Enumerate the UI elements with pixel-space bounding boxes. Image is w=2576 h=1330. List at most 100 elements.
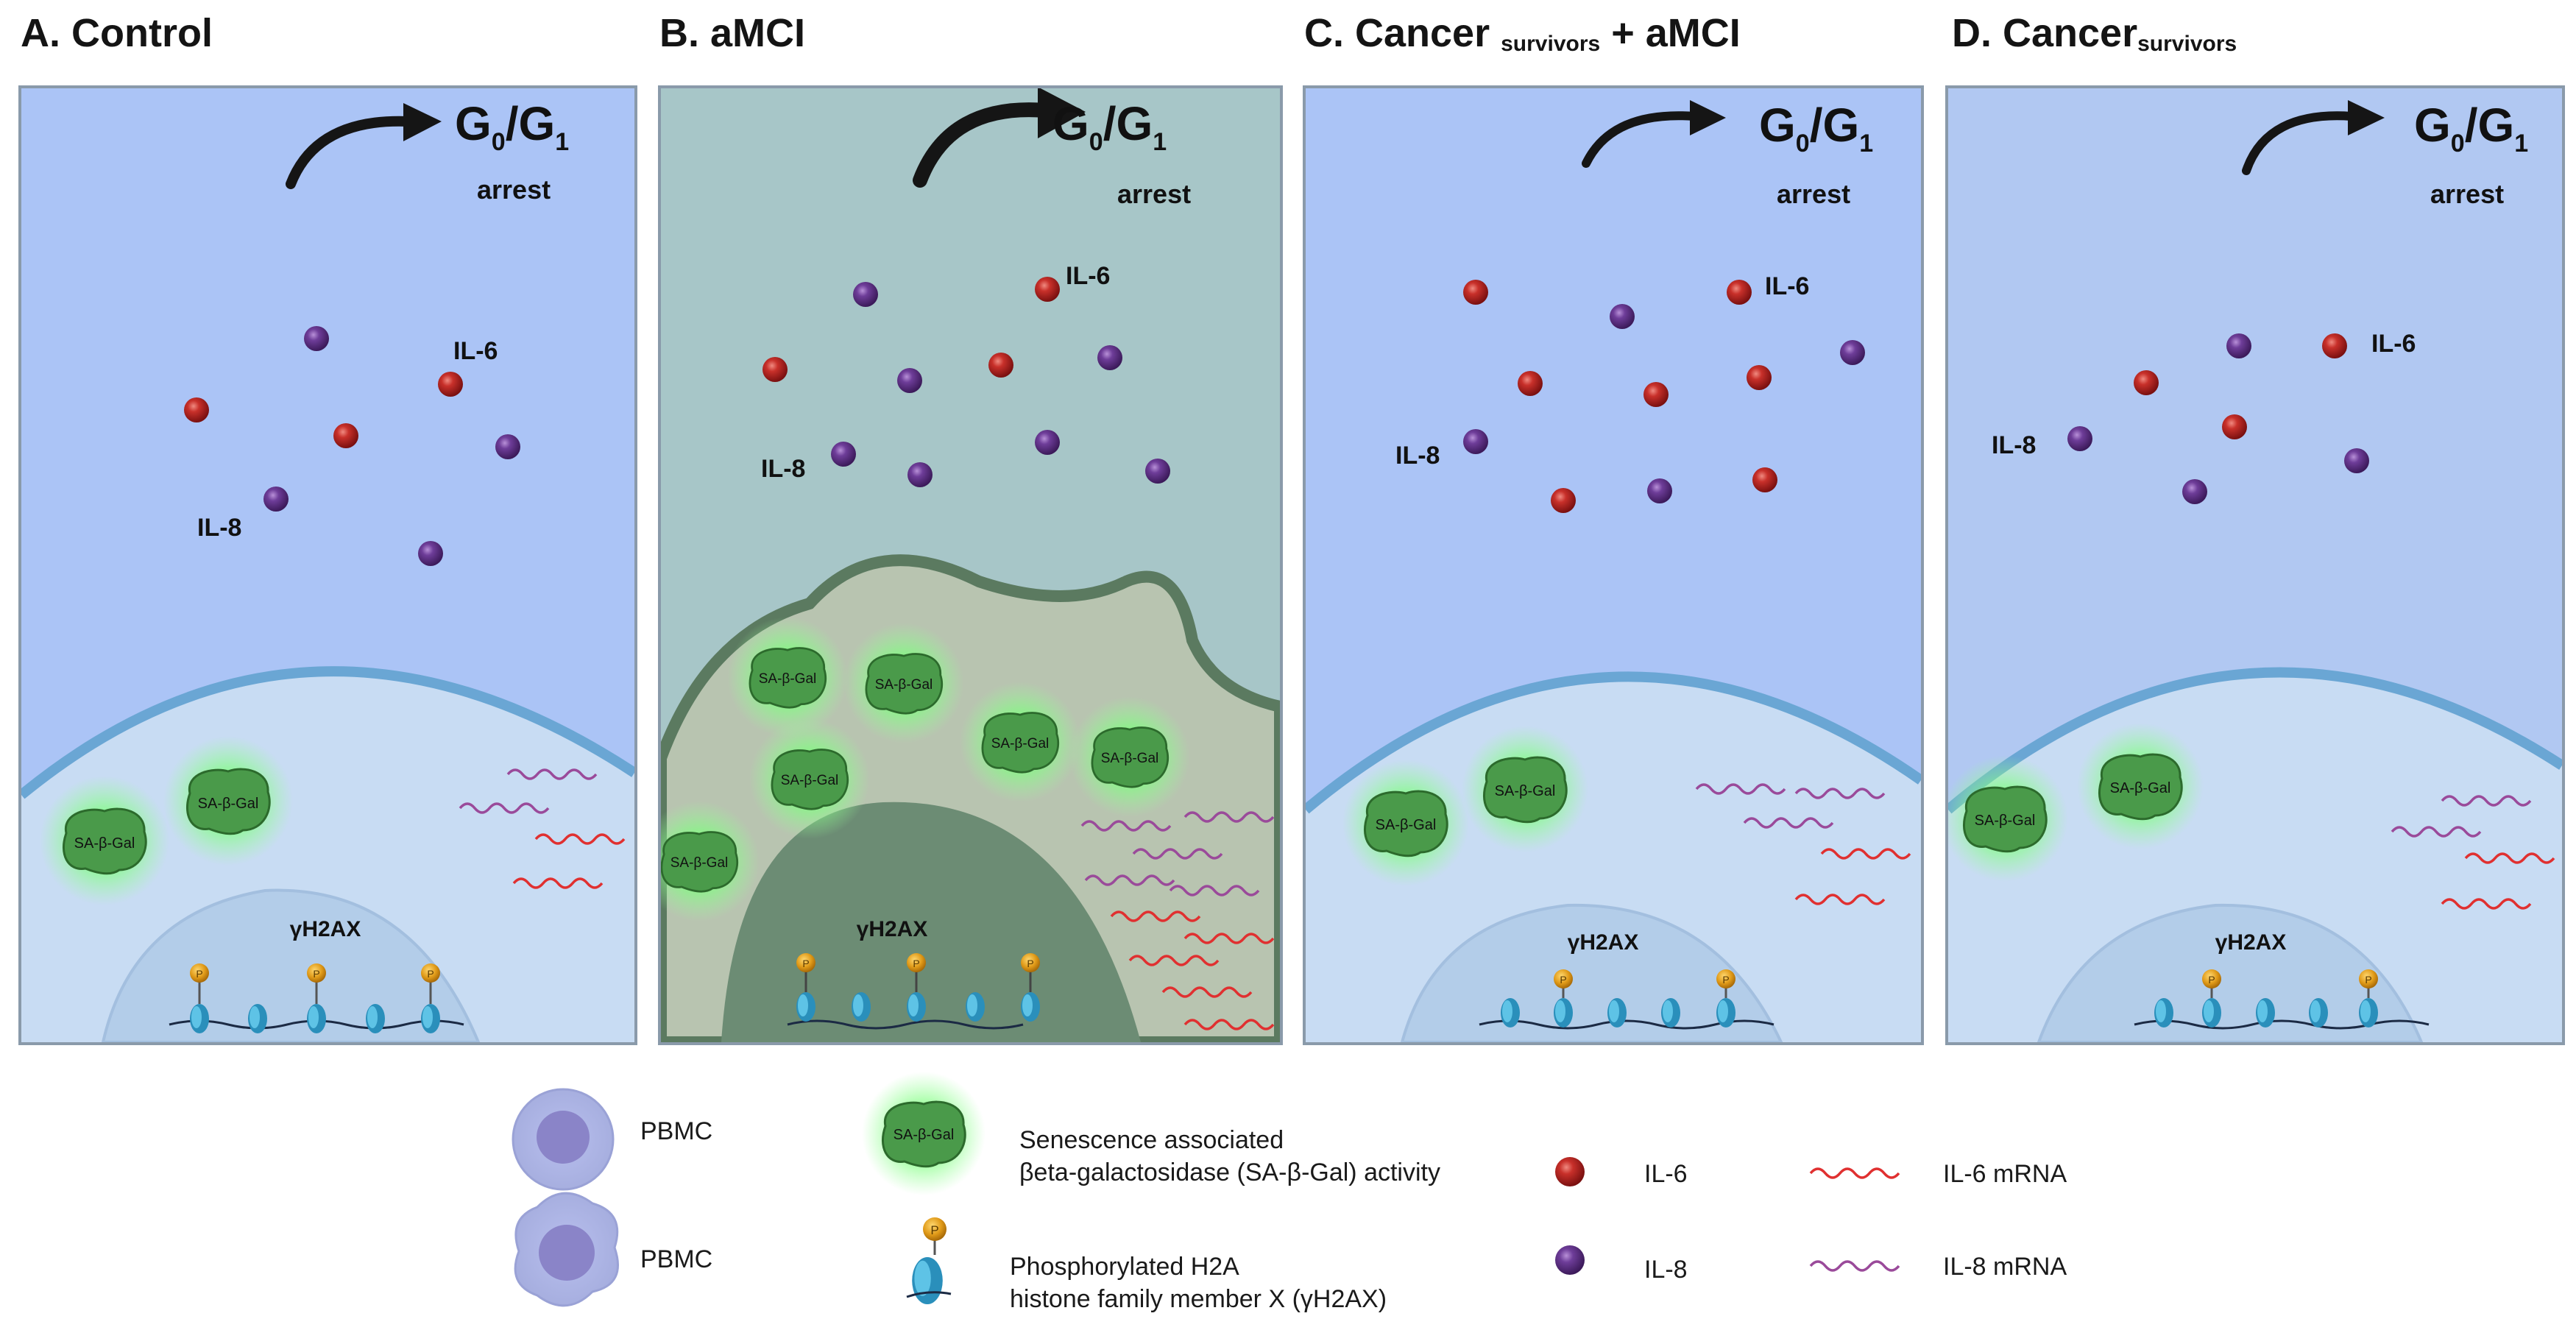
phosphate-label: P — [802, 958, 809, 969]
phosphate-label: P — [1722, 974, 1729, 986]
arrest-label: arrest — [2430, 179, 2504, 209]
il8-molecule — [2226, 333, 2251, 358]
histone-icon — [2256, 998, 2275, 1027]
sa-beta-gal-label: SA-β-Gal — [198, 796, 259, 812]
g0-g1-label: G0/G1 — [1052, 97, 1167, 156]
panel-title-subscript: survivors — [1501, 32, 1601, 56]
il8-molecule — [2344, 448, 2369, 473]
il6-molecule — [1727, 280, 1752, 305]
histone-icon — [2359, 998, 2378, 1027]
phosphate-label: P — [313, 968, 319, 980]
il8-label: IL-8 — [761, 455, 805, 483]
arrest-arrow — [286, 116, 414, 189]
sa-beta-gal-label: SA-β-Gal — [1376, 817, 1437, 833]
legend-pbmc-irregular-label: PBMC — [640, 1245, 713, 1273]
il6-molecule — [1463, 280, 1488, 305]
histone-icon — [1021, 992, 1040, 1022]
il6-label: IL-6 — [1765, 272, 1809, 300]
histone-icon — [248, 1004, 267, 1033]
il6-molecule — [184, 397, 209, 422]
phosphate-label: P — [427, 968, 434, 980]
pbmc-nucleus-icon — [539, 1225, 595, 1281]
il8-molecule — [1097, 345, 1122, 370]
il6-molecule — [2222, 414, 2247, 439]
panel-title-cancer-survivors: D. Cancersurvivors — [1952, 10, 2237, 57]
il6-molecule — [1643, 382, 1669, 407]
histone-icon — [2202, 998, 2221, 1027]
phosphate-label: P — [1027, 958, 1033, 969]
histone-icon — [1661, 998, 1680, 1027]
panel-b: SA-β-Gal SA-β-Gal SA-β-Gal SA-β-Gal SA-β… — [661, 88, 1280, 1042]
phosphate-label: P — [913, 958, 919, 969]
legend-il6-label: IL-6 — [1644, 1160, 1688, 1188]
arrest-arrow — [1582, 111, 1699, 168]
il8-molecule — [418, 541, 443, 566]
histone-icon — [1554, 998, 1573, 1027]
sa-beta-gal-label: SA-β-Gal — [670, 855, 729, 871]
il8-molecule — [1555, 1245, 1585, 1275]
phosphate-icon — [307, 963, 326, 983]
il8-molecule — [495, 434, 520, 459]
il6-molecule — [1551, 488, 1576, 513]
panel-a: SA-β-Gal SA-β-Gal γH2AX P P P — [21, 97, 634, 1042]
histone-icon — [1716, 998, 1735, 1027]
gamma-h2ax-label: γH2AX — [1568, 930, 1639, 955]
panel-d: SA-β-Gal SA-β-Gal γH2AX P P — [1948, 99, 2562, 1042]
arrest-label: arrest — [477, 174, 551, 205]
dna-strand — [2134, 1019, 2430, 1030]
il6-molecule — [1747, 365, 1772, 390]
panel-title-text: D. Cancer — [1952, 11, 2138, 55]
histone-icon — [966, 992, 985, 1022]
histone-icon — [366, 1004, 385, 1033]
il8-molecule — [1145, 459, 1170, 484]
arrest-arrow — [2242, 111, 2356, 175]
phosphate-icon — [1554, 969, 1573, 988]
sa-beta-gal-label: SA-β-Gal — [1975, 813, 2036, 829]
il8-molecule — [907, 462, 933, 487]
phosphate-icon — [1716, 969, 1735, 988]
panel-title-subscript: survivors — [2137, 32, 2237, 56]
il6-molecule — [2322, 333, 2347, 358]
legend-pbmc-round-label: PBMC — [640, 1117, 713, 1145]
il8-molecule — [1035, 430, 1060, 455]
sa-beta-gal-label: SA-β-Gal — [991, 736, 1050, 751]
phosphate-icon — [2359, 969, 2378, 988]
il6-molecule — [1035, 277, 1060, 302]
histone-icon — [1501, 998, 1520, 1027]
sa-beta-gal-label: SA-β-Gal — [759, 671, 817, 687]
histone-icon — [1607, 998, 1627, 1027]
il6-label: IL-6 — [1066, 262, 1110, 290]
il6-molecule — [438, 372, 463, 397]
legend-sa-gal-line2: βeta-galactosidase (SA-β-Gal) activity — [1019, 1159, 1440, 1186]
il8-molecule — [1840, 340, 1865, 365]
histone-icon — [907, 992, 926, 1022]
phosphate-label: P — [2208, 974, 2215, 986]
gamma-h2ax-label: γH2AX — [857, 917, 928, 941]
il8-molecule — [1610, 304, 1635, 329]
sa-beta-gal-label: SA-β-Gal — [2110, 780, 2171, 796]
il8-molecule — [897, 368, 922, 393]
il8-molecule — [1647, 478, 1672, 503]
legend-il8-mrna-label: IL-8 mRNA — [1943, 1253, 2067, 1281]
histone-icon — [852, 992, 871, 1022]
pbmc-nucleus-icon — [537, 1111, 590, 1164]
legend: SA-β-Gal P — [512, 1072, 1900, 1307]
il6-molecule — [762, 357, 788, 382]
gamma-h2ax-label: γH2AX — [2215, 930, 2287, 955]
phosphate-label: P — [930, 1223, 938, 1237]
histone-icon — [912, 1257, 943, 1304]
gamma-h2ax-label: γH2AX — [290, 917, 361, 941]
histone-icon — [796, 992, 815, 1022]
il8-molecule — [2067, 426, 2092, 451]
phosphate-icon — [796, 953, 815, 972]
sa-beta-gal-label: SA-β-Gal — [1101, 751, 1159, 766]
sa-beta-gal-label: SA-β-Gal — [894, 1127, 955, 1143]
arrest-label: arrest — [1777, 179, 1850, 209]
sa-beta-gal-label: SA-β-Gal — [875, 677, 933, 693]
il8-molecule — [2182, 479, 2207, 504]
sa-beta-gal-label: SA-β-Gal — [1495, 783, 1556, 799]
legend-h2ax-line1: Phosphorylated H2A — [1010, 1253, 1239, 1281]
il6-molecule — [333, 423, 358, 448]
dna-strand — [787, 1019, 1024, 1030]
